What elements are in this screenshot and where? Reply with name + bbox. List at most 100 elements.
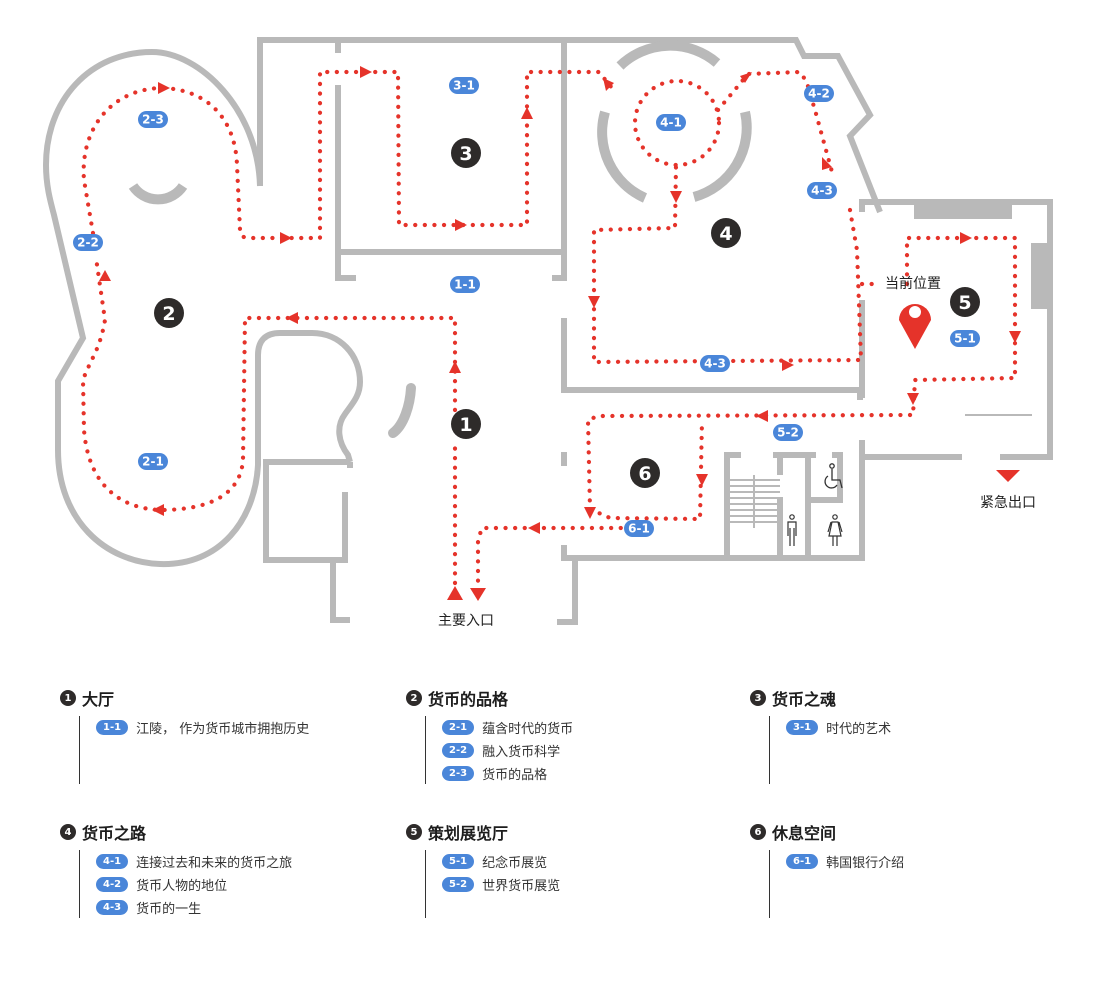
zone-marker-2[interactable]: 2: [154, 298, 184, 328]
svg-text:4-3: 4-3: [704, 357, 726, 371]
legend-section-4: 4 货币之路 4-1 连接过去和未来的货币之旅 4-2 货币人物的地位 4-3 货币的一…: [60, 820, 380, 918]
badge-1-1[interactable]: 1-1: [450, 276, 480, 293]
zone-marker-4[interactable]: 4: [711, 218, 741, 248]
legend-number: 2: [406, 690, 422, 706]
legend-item-text: 韩国银行介绍: [826, 856, 905, 871]
legend-number: 6: [750, 824, 766, 840]
legend-badge: 6-1: [786, 854, 819, 869]
floor-map: 1-1 2-1 2-2 2-3 3-1 4-1 4-2 4-3 4-3 5-1 …: [42, 37, 1053, 629]
legend-title: 休息空间: [772, 824, 837, 843]
legend-item-text: 连接过去和未来的货币之旅: [136, 856, 293, 871]
svg-text:4-2: 4-2: [808, 87, 830, 101]
svg-text:6: 6: [638, 463, 651, 485]
legend-number: 4: [60, 824, 76, 840]
badge-5-2[interactable]: 5-2: [773, 424, 803, 441]
svg-text:2-2: 2-2: [77, 236, 99, 250]
badge-4-1[interactable]: 4-1: [656, 114, 686, 131]
legend-title: 策划展览厅: [428, 824, 509, 843]
zone-marker-1[interactable]: 1: [451, 409, 481, 439]
badge-4-3-upper[interactable]: 4-3: [807, 182, 837, 199]
visitor-route: [80, 66, 1021, 601]
legend-item-text: 货币人物的地位: [136, 879, 228, 894]
stairs-icon: [730, 475, 780, 528]
legend-item-text: 蕴含时代的货币: [482, 722, 574, 737]
main-entrance-label: 主要入口: [438, 613, 494, 629]
badge-2-3[interactable]: 2-3: [138, 111, 168, 128]
walls: [42, 37, 1053, 625]
legend-item[interactable]: 3-1 时代的艺术: [786, 716, 1070, 739]
svg-text:5-2: 5-2: [777, 426, 799, 440]
legend-item[interactable]: 2-1 蕴含时代的货币: [442, 716, 726, 739]
legend-badge: 3-1: [786, 720, 819, 735]
emergency-exit-arrow: [996, 470, 1020, 482]
legend-badge: 5-2: [442, 877, 475, 892]
legend-item[interactable]: 4-2 货币人物的地位: [96, 873, 380, 896]
legend-section-2: 2 货币的品格 2-1 蕴含时代的货币 2-2 融入货币科学 2-3 货币的品格: [406, 686, 726, 784]
legend-item-text: 时代的艺术: [826, 722, 892, 737]
emergency-exit-label: 紧急出口: [980, 495, 1036, 511]
legend-item-text: 融入货币科学: [482, 745, 561, 760]
zone-marker-6[interactable]: 6: [630, 458, 660, 488]
legend-badge: 2-1: [442, 720, 475, 735]
svg-text:4-3: 4-3: [811, 184, 833, 198]
svg-text:5: 5: [958, 292, 971, 314]
legend-badge: 1-1: [96, 720, 129, 735]
legend-badge: 4-1: [96, 854, 129, 869]
legend-badge: 2-3: [442, 766, 475, 781]
legend-item[interactable]: 5-2 世界货币展览: [442, 873, 726, 896]
badge-6-1[interactable]: 6-1: [624, 520, 654, 537]
legend-badge: 5-1: [442, 854, 475, 869]
legend-item-text: 纪念币展览: [482, 856, 548, 871]
legend-item-text: 江陵， 作为货币城市拥抱历史: [136, 722, 310, 737]
legend-number: 5: [406, 824, 422, 840]
badge-3-1[interactable]: 3-1: [449, 77, 479, 94]
legend-section-6: 6 休息空间 6-1 韩国银行介绍: [750, 820, 1070, 918]
svg-text:2-1: 2-1: [142, 455, 164, 469]
legend-section-1: 1 大厅 1-1 江陵， 作为货币城市拥抱历史: [60, 686, 380, 784]
location-pin-icon: [899, 304, 931, 349]
svg-text:2: 2: [162, 303, 175, 325]
legend-item-text: 世界货币展览: [482, 879, 561, 894]
legend-badge: 4-3: [96, 900, 129, 915]
svg-text:3: 3: [459, 143, 472, 165]
badge-2-2[interactable]: 2-2: [73, 234, 103, 251]
legend-title: 货币之路: [82, 824, 147, 843]
legend-badge: 4-2: [96, 877, 129, 892]
svg-text:3-1: 3-1: [453, 79, 475, 93]
badge-4-3-lower[interactable]: 4-3: [700, 355, 730, 372]
legend-number: 3: [750, 690, 766, 706]
zone-marker-5[interactable]: 5: [950, 287, 980, 317]
legend-title: 大厅: [82, 690, 115, 709]
badge-4-2[interactable]: 4-2: [804, 85, 834, 102]
legend-item-text: 货币的品格: [482, 768, 548, 783]
legend-item[interactable]: 4-1 连接过去和未来的货币之旅: [96, 850, 380, 873]
legend-section-5: 5 策划展览厅 5-1 纪念币展览 5-2 世界货币展览: [406, 820, 726, 918]
current-location-label: 当前位置: [885, 275, 941, 292]
legend-item-text: 货币的一生: [136, 902, 202, 917]
zone-marker-3[interactable]: 3: [451, 138, 481, 168]
svg-text:4-1: 4-1: [660, 116, 682, 130]
male-restroom-icon: [787, 514, 797, 546]
legend-item[interactable]: 2-2 融入货币科学: [442, 739, 726, 762]
svg-text:2-3: 2-3: [142, 113, 164, 127]
legend-item[interactable]: 2-3 货币的品格: [442, 762, 726, 785]
svg-text:5-1: 5-1: [954, 332, 976, 346]
legend-number: 1: [60, 690, 76, 706]
svg-text:1-1: 1-1: [454, 278, 476, 292]
badge-5-1[interactable]: 5-1: [950, 330, 980, 347]
badge-2-1[interactable]: 2-1: [138, 453, 168, 470]
legend-item[interactable]: 5-1 纪念币展览: [442, 850, 726, 873]
legend-section-3: 3 货币之魂 3-1 时代的艺术: [750, 686, 1070, 784]
legend-title: 货币之魂: [772, 690, 837, 709]
female-restroom-icon: [827, 514, 843, 546]
wheelchair-icon: [824, 463, 843, 489]
svg-text:4: 4: [719, 223, 732, 245]
legend-item[interactable]: 4-3 货币的一生: [96, 896, 380, 919]
svg-text:1: 1: [459, 414, 472, 436]
svg-text:6-1: 6-1: [628, 522, 650, 536]
legend-badge: 2-2: [442, 743, 475, 758]
legend-title: 货币的品格: [428, 690, 509, 709]
legend-item[interactable]: 6-1 韩国银行介绍: [786, 850, 1070, 873]
legend-item[interactable]: 1-1 江陵， 作为货币城市拥抱历史: [96, 716, 380, 739]
wall-zone2-outer: [42, 48, 364, 568]
